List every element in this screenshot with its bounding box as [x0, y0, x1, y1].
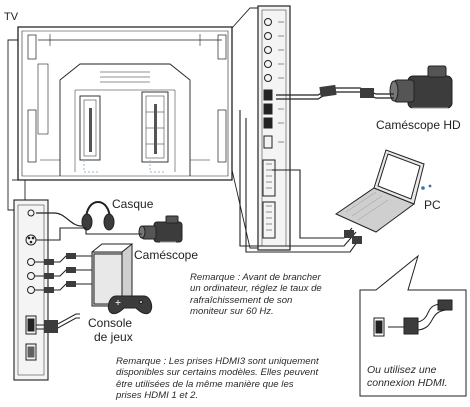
camcorder-hd-icon — [390, 66, 452, 108]
hdmi-note-line: prises HDMI 1 et 2. — [116, 390, 319, 401]
pc-indicators — [421, 185, 431, 190]
side-hdmi-plug — [44, 320, 58, 333]
pc-plugs — [344, 230, 362, 244]
tv-back-icon — [18, 27, 232, 180]
side-bracket-lines — [8, 40, 25, 210]
pc-note-line: moniteur sur 60 Hz. — [190, 306, 322, 317]
tv-port-indicators — [89, 104, 157, 154]
game-console-label-line2: de jeux — [88, 330, 133, 344]
game-console-label: Console de jeux — [88, 316, 133, 344]
camcorder-label: Caméscope — [134, 248, 198, 262]
pc-note-line: rafraîchissement de son — [190, 295, 322, 306]
gamepad-icon — [108, 296, 151, 314]
callout-line: Ou utilisez une — [367, 364, 448, 377]
tv-label: TV — [4, 11, 18, 23]
pc-label: PC — [424, 198, 441, 212]
hdmi-note: Remarque : Les prises HDMI3 sont uniquem… — [116, 356, 319, 402]
av-plugs — [44, 253, 76, 293]
game-console-label-line1: Console — [88, 316, 133, 330]
rear-bracket-lines — [232, 8, 258, 248]
callout-line: connexion HDMI. — [367, 377, 448, 390]
pc-note-line: un ordinateur, réglez le taux de — [190, 283, 322, 294]
laptop-icon — [336, 150, 424, 232]
pc-note-line: Remarque : Avant de brancher — [190, 272, 322, 283]
hdmi-note-line: Remarque : Les prises HDMI3 sont uniquem… — [116, 356, 319, 367]
hdmi-callout-text: Ou utilisez une connexion HDMI. — [367, 364, 448, 389]
hdmi-note-line: être utilisées de la même manière que le… — [116, 379, 319, 390]
hdmi-note-line: disponibles sur certains modèles. Elles … — [116, 367, 319, 378]
headphones-label: Casque — [112, 197, 153, 211]
headphones-icon — [82, 202, 114, 230]
camcorder-icon — [139, 216, 182, 242]
camcorder-hd-label: Caméscope HD — [376, 118, 461, 132]
rear-panel-icon — [258, 6, 290, 250]
pc-note: Remarque : Avant de brancher un ordinate… — [190, 272, 322, 318]
